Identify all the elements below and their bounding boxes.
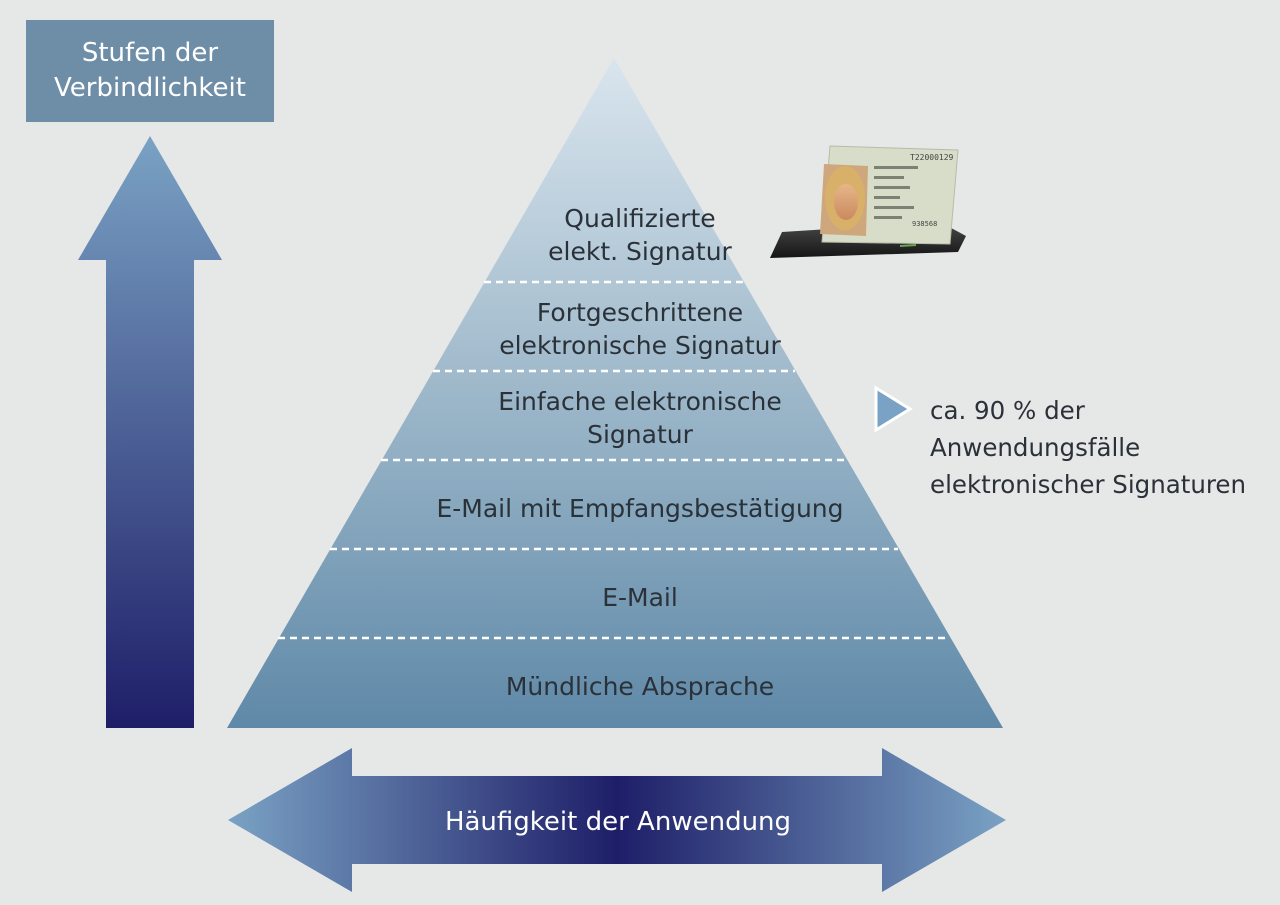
id-card-reader-icon: T22000129 938568 [770, 145, 966, 258]
annotation-marker-icon [874, 385, 913, 433]
level-email-receipt: E-Mail mit Empfangsbestätigung [436, 494, 844, 523]
horizontal-double-arrow [228, 748, 1006, 892]
usage-frequency-label: Häufigkeit der Anwendung [444, 807, 792, 837]
id-card-number: T22000129 [910, 153, 954, 162]
id-card-code: 938568 [912, 220, 937, 228]
binding-levels-label: Stufen der Verbindlichkeit [26, 20, 274, 122]
vertical-arrow-up [78, 136, 222, 728]
annotation-text: ca. 90 % der Anwendungsfälle elektronisc… [930, 396, 1247, 499]
binding-levels-label-text: Stufen der Verbindlichkeit [54, 38, 246, 103]
level-qualified-signature: Qualifizierte elekt. Signatur [548, 204, 732, 266]
card-reader-led [899, 244, 917, 247]
id-card-text-lines [874, 166, 918, 219]
pyramid [227, 58, 1003, 728]
id-card-face [834, 184, 858, 220]
level-advanced-signature: Fortgeschrittene elektronische Signatur [499, 298, 781, 360]
level-verbal-agreement: Mündliche Absprache [505, 672, 775, 701]
level-email: E-Mail [602, 583, 678, 612]
pyramid-separators [278, 280, 950, 640]
level-simple-signature: Einfache elektronische Signatur [498, 387, 782, 449]
